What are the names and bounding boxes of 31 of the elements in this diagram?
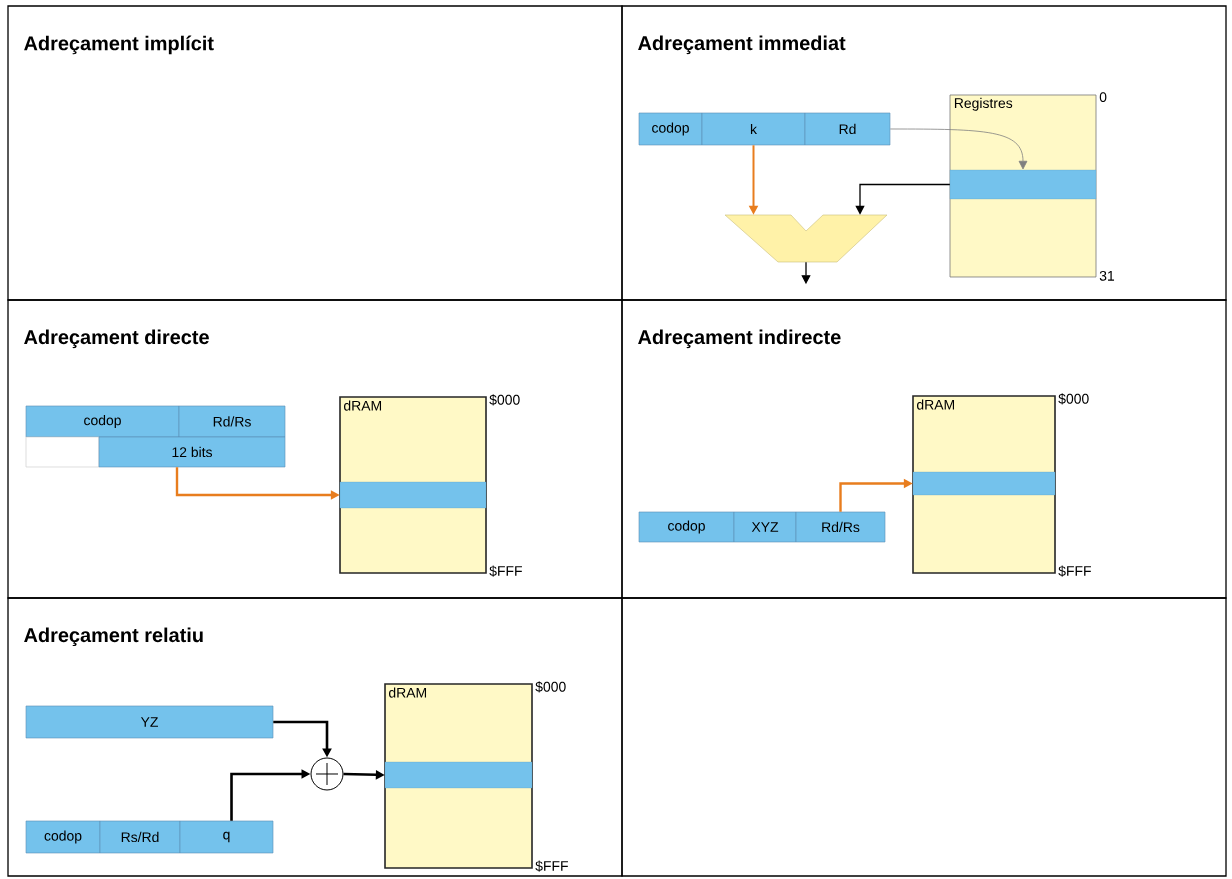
instruction-field: Rd/Rs: [795, 511, 886, 543]
alu-shape: [724, 214, 888, 263]
table-cell: Adreçament implícit: [7, 5, 623, 301]
address-label: $000: [535, 681, 566, 693]
address-label: $000: [1058, 393, 1089, 405]
memory-row: [339, 481, 487, 509]
memory-row: [384, 761, 533, 789]
instruction-field: YZ: [25, 705, 274, 739]
instruction-field: q: [179, 820, 274, 854]
instruction-field: Rd: [804, 112, 891, 146]
adder-circle: [310, 757, 344, 791]
instruction-field: Rs/Rd: [99, 820, 181, 854]
instruction-field: k: [701, 112, 806, 146]
instruction-field: codop: [638, 112, 703, 146]
address-label: $FFF: [489, 565, 522, 577]
instruction-field: codop: [25, 405, 180, 438]
address-label: $FFF: [535, 860, 568, 872]
memory-row: [912, 471, 1056, 496]
address-label: $000: [489, 394, 520, 406]
arrow: [889, 128, 1028, 170]
instruction-field: [25, 436, 100, 468]
instruction-field: codop: [638, 511, 735, 543]
instruction-field: Rd/Rs: [178, 405, 286, 438]
table-cell: [621, 597, 1227, 877]
instruction-field: codop: [25, 820, 101, 854]
address-label: 31: [1099, 270, 1115, 281]
address-label: $FFF: [1058, 565, 1091, 577]
memory-row: [949, 169, 1097, 200]
address-label: 0: [1099, 92, 1107, 103]
instruction-field: 12 bits: [98, 436, 286, 468]
instruction-field: XYZ: [733, 511, 797, 543]
